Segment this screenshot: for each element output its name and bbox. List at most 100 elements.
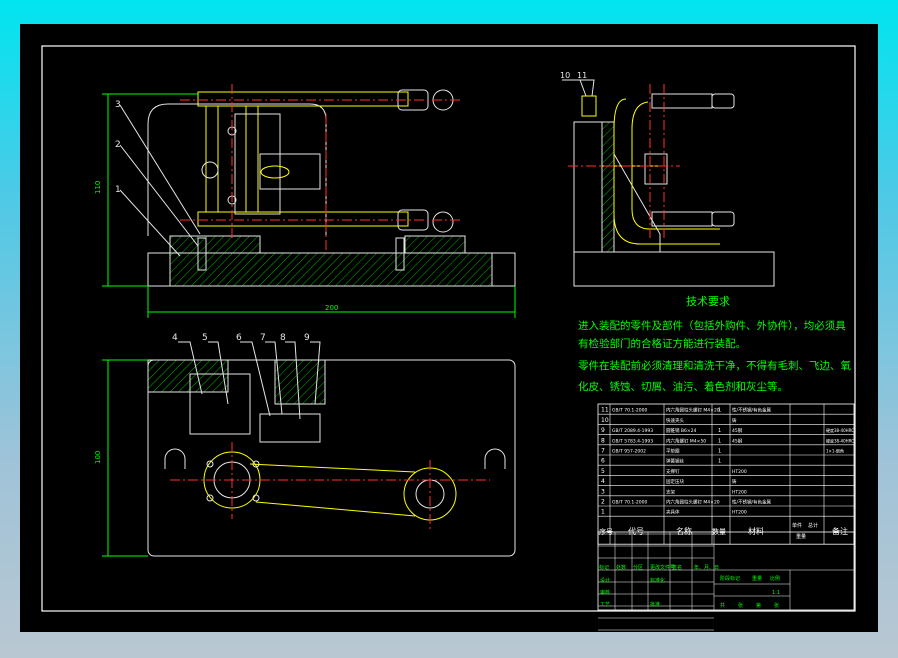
bom-cell-no: 9	[601, 427, 605, 434]
bom-cell-no: 1	[601, 509, 605, 516]
front-post-left	[205, 105, 219, 213]
side-block	[644, 153, 668, 185]
base-screw-left	[197, 237, 207, 271]
bom-cell-qty: 1	[718, 459, 721, 465]
title-stage: 阶段标记	[720, 575, 740, 582]
bom-cell-mat: 铸	[732, 478, 737, 485]
front-slot-block	[259, 153, 321, 190]
bom-cell-name: 固定压块	[666, 478, 684, 485]
side-base	[573, 251, 775, 287]
tech-line-2: 有检验部门的合格证方能进行装配。	[578, 337, 746, 350]
tech-line-4: 化皮、锈蚀、切屑、油污、着色剂和灰尘等。	[578, 380, 788, 393]
front-hole-3	[201, 161, 219, 179]
bom-cell-mat: 铸	[732, 417, 737, 424]
plan-outline	[147, 359, 516, 557]
plan-block-2	[259, 413, 321, 443]
plan-slot-left	[164, 448, 186, 469]
side-top-arm	[651, 93, 713, 109]
side-link-outer	[613, 98, 720, 245]
base-screw-right	[395, 237, 405, 271]
bom-cell-name: 快速夹头	[666, 417, 684, 424]
title-rev-label: 标记	[599, 564, 609, 571]
title-sheets-label: 第	[756, 602, 761, 609]
bom-frame	[597, 403, 855, 545]
bom-cell-mat: HT200	[732, 489, 747, 495]
front-slot	[260, 165, 290, 179]
front-body	[147, 103, 327, 236]
front-post-right	[245, 105, 259, 213]
side-upright-hatch	[601, 121, 615, 253]
bom-cell-code: GB/T 2089.4-1993	[612, 428, 653, 434]
plan-leaders	[178, 341, 321, 420]
tech-requirements: 技术要求 进入装配的零件及部件（包括外购件、外协件），均必须具 有检验部门的合格…	[578, 295, 851, 393]
tech-line-3: 零件在装配前必须清理和清洗干净，不得有毛刺、飞边、氧	[578, 359, 851, 372]
bom-cell-no: 4	[601, 478, 605, 485]
bom-cell-name: 夹具体	[666, 509, 680, 516]
title-block: 标记处数分区更改文件号签名年、月、日设计审核工艺标准化批准阶段标记重量比例1:1…	[597, 531, 855, 631]
bom-header-code: 代号	[628, 526, 644, 536]
dim-width-label: 200	[325, 304, 338, 312]
bom-cell-name: 内六角圆柱头螺钉 M4×20	[666, 407, 720, 414]
bom-cell-qty: 1	[718, 449, 721, 455]
bom-cell-mat: 45钢	[732, 437, 743, 444]
bom-header-unit: 单件	[792, 522, 802, 529]
bom-cell-note: 硬度38-40HRC	[826, 427, 854, 433]
side-bottom-grip	[711, 211, 735, 227]
drawing-sheet: 110 200 3 2 1 100	[20, 24, 878, 632]
balloon-9: 9	[304, 333, 310, 343]
leader-2	[119, 144, 199, 247]
drawing-frame	[41, 45, 856, 612]
side-bottom-arm	[651, 211, 713, 227]
cad-drawing: 110 200 3 2 1 100	[41, 45, 856, 631]
balloon-10: 10	[560, 71, 570, 80]
bom-cell-no: 6	[601, 458, 605, 465]
title-rev-label: 更改文件号	[650, 564, 675, 571]
bom-cell-name: 支架	[666, 488, 675, 495]
title-scale: 比例	[770, 575, 780, 582]
plan-pin-4	[252, 494, 260, 502]
bom-cell-no: 2	[601, 499, 605, 506]
front-clamp-plate	[234, 113, 281, 215]
plan-pin-3	[206, 494, 214, 502]
side-screw	[581, 95, 597, 117]
leader-1	[119, 189, 181, 257]
title-block-frame	[597, 531, 855, 611]
top-link	[197, 91, 409, 107]
plan-block	[189, 373, 251, 435]
side-upright	[573, 121, 603, 253]
bom-cell-name: 平垫圈	[666, 448, 680, 455]
bom-cell-qty: 1	[718, 408, 721, 414]
balloon-5: 5	[202, 333, 208, 343]
tech-line-1: 进入装配的零件及部件（包括外购件、外协件），均必须具	[578, 319, 846, 332]
bottom-pivot	[432, 211, 454, 233]
side-top-grip	[711, 93, 735, 109]
balloon-1: 1	[115, 185, 121, 195]
plan-hatch-right	[274, 359, 326, 405]
title-weight: 重量	[752, 575, 762, 582]
bom-cell-note: 1×1-倒角	[826, 448, 844, 454]
side-view: 10 11	[560, 71, 775, 287]
front-block-right	[404, 235, 466, 254]
side-web	[613, 153, 661, 253]
bom-header-name: 名称	[676, 526, 692, 536]
bom-cell-no: 11	[601, 407, 609, 414]
bom-cell-code: GB/T 70.1-2000	[612, 408, 648, 414]
bom-cell-mat: 45钢	[732, 427, 743, 434]
bom-cell-mat: 性/不锈钢/有色金属	[732, 499, 772, 506]
leader-3	[119, 104, 201, 235]
front-block-left	[169, 235, 261, 254]
title-mid-label: 标准化	[650, 577, 665, 584]
bottom-link	[197, 211, 409, 227]
title-sheets-label: 张	[774, 602, 779, 609]
title-left-label: 设计	[600, 577, 610, 584]
balloon-11: 11	[577, 71, 587, 80]
bom-cell-no: 3	[601, 488, 605, 495]
plan-circle-right-outer	[403, 467, 457, 521]
bom-cell-name: 圆锥销 B6×24	[666, 427, 697, 434]
title-scale-value: 1:1	[772, 590, 780, 596]
bom-cell-qty: 1	[718, 438, 721, 444]
bom-cell-mat: HT200	[732, 469, 747, 475]
tech-title: 技术要求	[686, 295, 730, 308]
title-sheets-label: 共	[720, 602, 725, 609]
